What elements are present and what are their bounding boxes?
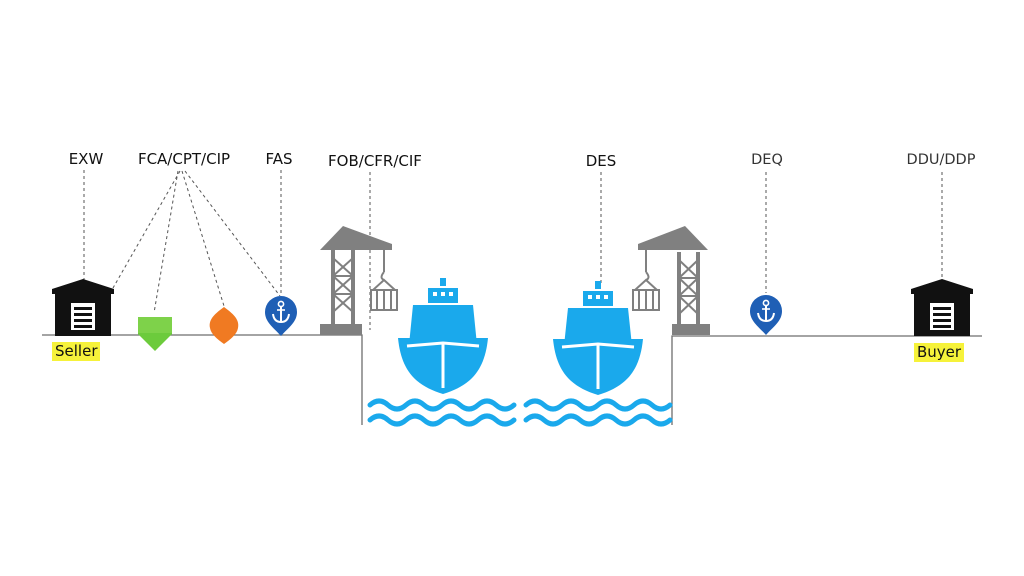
connector-lines [83,170,943,330]
label-deq: DEQ [751,152,783,168]
port-crane-icon [638,226,710,335]
orange-marker-icon [209,307,239,344]
container-icon [370,278,398,311]
ship-icon [553,281,643,395]
label-des: DES [585,152,617,170]
port-crane-icon [320,226,392,335]
ship-icon [398,278,488,394]
ground-line [42,334,982,425]
green-marker-icon [138,317,172,351]
label-fob-cfr-cif: FOB/CFR/CIF [328,152,422,170]
label-ddu-ddp: DDU/DDP [906,152,976,168]
label-fca-cpt-cip: FCA/CPT/CIP [137,150,231,168]
warehouse-icon [911,279,973,336]
buyer-label: Buyer [914,343,965,362]
container-icon [632,278,660,311]
label-fas: FAS [265,150,293,168]
waves-icon [523,398,673,427]
warehouse-icon [52,279,114,336]
waves-icon [367,398,517,427]
seller-label: Seller [52,342,101,361]
anchor-pin-icon [265,296,297,336]
anchor-pin-icon [750,295,782,335]
label-exw: EXW [68,150,104,168]
